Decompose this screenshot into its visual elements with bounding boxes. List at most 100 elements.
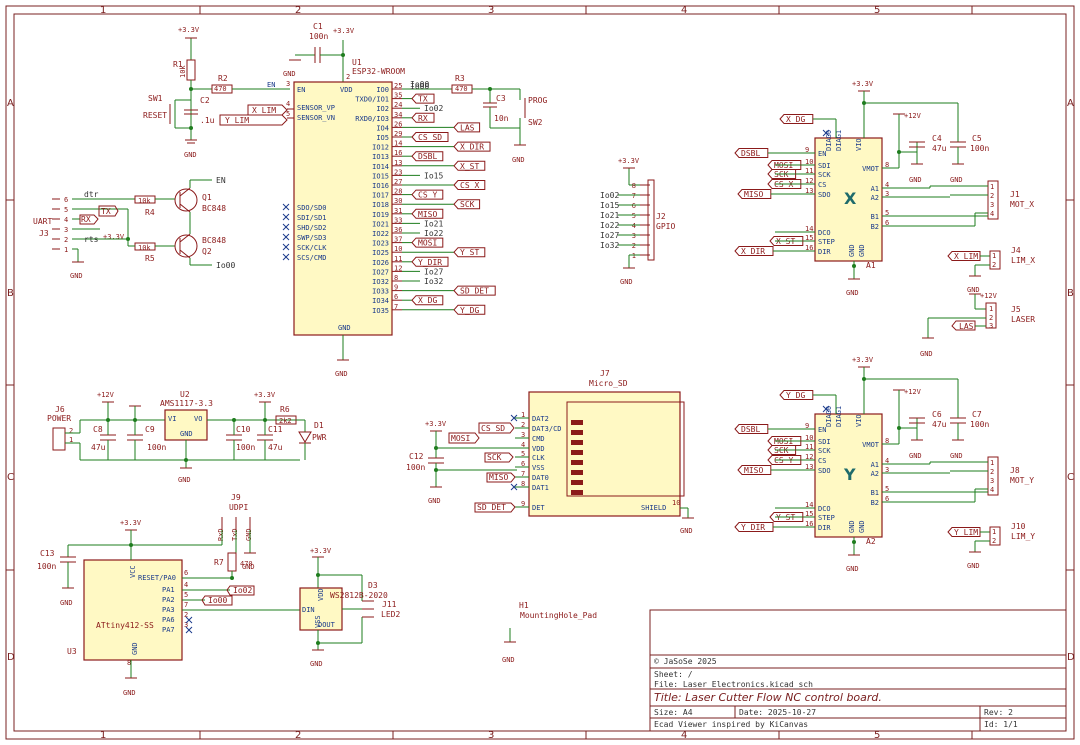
- global-label[interactable]: [453, 122, 481, 133]
- global-label-text: LAS: [460, 123, 475, 132]
- global-label[interactable]: [453, 285, 496, 296]
- ws2812-led[interactable]: +3.3V DIN DOUT VDD VSS D3 WS2812B-2020 G…: [299, 547, 400, 668]
- esp32-pin-num: 35: [394, 92, 402, 100]
- svg-text:Io00: Io00: [208, 596, 227, 605]
- esp32-pin-name: IO21: [372, 220, 389, 228]
- microsd-socket[interactable]: J7 Micro_SD DAT21DAT3/CD2CMD3VDD4CLK5VSS…: [406, 369, 694, 535]
- esp32-pin-num: 16: [394, 149, 402, 157]
- svg-text:R3: R3: [455, 74, 465, 83]
- sd-pin-num: 6: [521, 460, 525, 468]
- svg-text:4: 4: [184, 581, 188, 589]
- svg-text:GND: GND: [338, 324, 351, 332]
- global-label[interactable]: [411, 189, 444, 200]
- sd-pin-name: DAT1: [532, 484, 549, 492]
- sd-pin-name: VSS: [532, 464, 545, 472]
- global-label-text: CS_SD: [418, 133, 442, 142]
- svg-text:VSS: VSS: [314, 615, 322, 628]
- global-label[interactable]: [411, 132, 449, 142]
- svg-text:4: 4: [681, 730, 687, 741]
- svg-text:DSBL: DSBL: [741, 425, 760, 434]
- svg-text:100n: 100n: [406, 463, 425, 472]
- svg-text:47u: 47u: [932, 420, 947, 429]
- svg-text:47u: 47u: [932, 144, 947, 153]
- sd-pin-num: 7: [521, 470, 525, 478]
- row-label-a: A: [7, 98, 14, 109]
- svg-text:100n: 100n: [37, 562, 56, 571]
- q1-transistor: [174, 188, 198, 212]
- net-label: Io21: [424, 219, 443, 228]
- svg-text:+3.3V: +3.3V: [310, 547, 332, 555]
- microsd-body: [528, 391, 681, 517]
- svg-text:4: 4: [885, 181, 889, 189]
- sheet-border: [5, 5, 1075, 740]
- driver-c-ref-2: C7: [972, 410, 982, 419]
- svg-text:1: 1: [989, 305, 993, 313]
- global-label[interactable]: [411, 256, 449, 267]
- esp32-pin-name: IO5: [376, 134, 389, 142]
- sd-pin-num: 4: [521, 441, 525, 449]
- power-supply[interactable]: J6 POWER 2 1 +12V C8 47u C9 100n U2 AMS1…: [47, 390, 327, 484]
- svg-text:MOSI: MOSI: [451, 434, 470, 443]
- global-label[interactable]: [411, 93, 435, 104]
- svg-text:+3.3V: +3.3V: [852, 80, 874, 88]
- rev-text: Rev: 2: [984, 708, 1013, 717]
- limit-connector-header: [989, 250, 1001, 270]
- svg-text:MountingHole_Pad: MountingHole_Pad: [520, 611, 597, 620]
- global-label[interactable]: [411, 208, 444, 219]
- svg-text:GND: GND: [180, 430, 193, 438]
- svg-text:GND: GND: [858, 244, 866, 257]
- driver-pin-num: 14: [805, 225, 813, 233]
- svg-text:J9: J9: [231, 493, 241, 502]
- svg-text:UDPI: UDPI: [229, 503, 248, 512]
- global-label[interactable]: [411, 151, 444, 162]
- mounting-hole[interactable]: H1 MountingHole_Pad GND: [502, 601, 597, 664]
- global-label[interactable]: [453, 304, 486, 315]
- esp32-pin-num: 37: [394, 236, 402, 244]
- svg-text:GND: GND: [920, 350, 933, 358]
- attiny-mcu[interactable]: U3 ATtiny412-SS VCC RESET/PA0 PA1 PA2 PA…: [37, 493, 300, 697]
- global-label[interactable]: [453, 180, 486, 190]
- title-text: Title: Laser Cutter Flow NC control boar…: [654, 691, 882, 704]
- driver-pin-num: 11: [805, 167, 813, 175]
- svg-text:2: 2: [346, 73, 350, 81]
- global-label[interactable]: [453, 247, 486, 258]
- driver-ref: A2: [866, 537, 876, 546]
- svg-text:C: C: [1067, 472, 1074, 483]
- svg-text:1: 1: [990, 459, 994, 467]
- svg-text:CS_SD: CS_SD: [481, 424, 505, 433]
- global-label[interactable]: [453, 160, 486, 171]
- global-label[interactable]: [411, 295, 444, 306]
- esp32-pin-name: IO16: [372, 182, 389, 190]
- driver-pin-name: EN: [818, 150, 826, 158]
- svg-text:5: 5: [885, 485, 889, 493]
- sd-pin-name: DAT3/CD: [532, 425, 562, 433]
- svg-text:470: 470: [240, 560, 253, 568]
- global-label[interactable]: [453, 141, 491, 152]
- svg-text:R5: R5: [145, 254, 155, 263]
- global-label[interactable]: [411, 112, 435, 123]
- c1-capacitor[interactable]: C1 100n +3.3V GND: [283, 22, 355, 82]
- svg-text:TxD: TxD: [231, 528, 239, 541]
- svg-text:6: 6: [885, 495, 889, 503]
- svg-text:ESP32-WROOM: ESP32-WROOM: [352, 67, 405, 76]
- svg-text:D: D: [1067, 652, 1075, 663]
- reset-circuit[interactable]: +3.3V R1 10k R2 470 EN C2 .1u SW1 RESET …: [143, 26, 290, 159]
- esp32-pin-name: IO22: [372, 230, 389, 238]
- label-y-lim: [219, 114, 288, 126]
- driver-pin-num: 9: [805, 146, 809, 154]
- r7-resistor: [227, 552, 237, 572]
- esp32-module[interactable]: U1 ESP32-WROOM VDD GND 2 GND EN SENSOR_V…: [219, 58, 496, 378]
- global-label[interactable]: [453, 199, 481, 210]
- ws2812-body: [299, 587, 343, 631]
- global-label[interactable]: [411, 237, 444, 248]
- svg-text:5: 5: [64, 206, 68, 214]
- prog-circuit[interactable]: R3 470 C3 10n PROG SW2 GND Io00: [410, 74, 547, 164]
- laser-connector[interactable]: +12V 1 2 3 J5 LASER GND LAS: [920, 292, 1035, 358]
- svg-text:Io00: Io00: [410, 82, 429, 91]
- driver-body: [814, 413, 883, 538]
- uart-connector[interactable]: UART J3 6 5 4 3 2 1 dtr RX TX +3.3V rts …: [33, 176, 235, 280]
